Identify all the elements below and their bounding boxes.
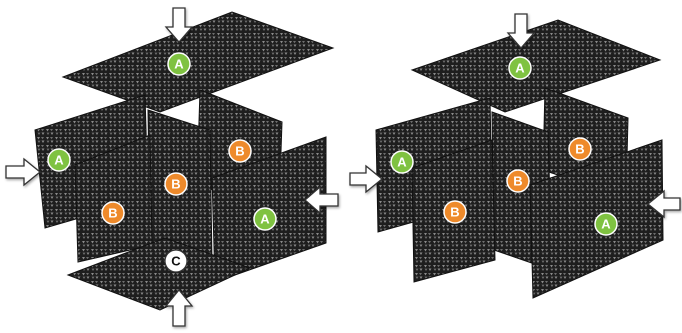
badge-a: A — [253, 207, 277, 231]
badge-b: B — [101, 201, 125, 225]
svg-text:B: B — [450, 205, 459, 220]
badge-a: A — [508, 56, 532, 80]
svg-text:B: B — [513, 174, 522, 189]
down-arrow-icon — [164, 7, 194, 43]
svg-text:A: A — [515, 61, 525, 76]
svg-text:C: C — [171, 254, 181, 269]
left-top-panel — [61, 11, 335, 113]
badge-b: B — [568, 137, 592, 161]
svg-text:B: B — [235, 144, 244, 159]
svg-text:A: A — [260, 212, 270, 227]
left-bottom-panel — [66, 237, 252, 311]
badge-a: A — [167, 52, 191, 76]
badge-c: C — [164, 249, 188, 273]
badge-b: B — [443, 200, 467, 224]
right-assembly: A A A B B B — [349, 13, 681, 299]
badge-a: A — [594, 212, 618, 236]
right-arrow-icon — [349, 164, 384, 194]
badge-b: B — [506, 169, 530, 193]
svg-text:B: B — [575, 142, 584, 157]
up-arrow-icon — [164, 288, 194, 327]
svg-text:A: A — [54, 153, 64, 168]
down-arrow-icon — [506, 13, 536, 49]
svg-text:A: A — [601, 217, 611, 232]
svg-text:A: A — [174, 57, 184, 72]
left-arrow-icon — [646, 189, 681, 219]
badge-a: A — [47, 148, 71, 172]
right-arrow-icon — [5, 157, 42, 187]
left-assembly: A A A B B B C — [5, 7, 339, 327]
right-top-panel — [410, 19, 662, 113]
badge-b: B — [228, 139, 252, 163]
badge-b: B — [164, 172, 188, 196]
svg-text:B: B — [171, 177, 180, 192]
svg-text:B: B — [108, 206, 117, 221]
left-arrow-icon — [304, 185, 339, 215]
badge-a: A — [390, 150, 414, 174]
svg-text:A: A — [397, 155, 407, 170]
